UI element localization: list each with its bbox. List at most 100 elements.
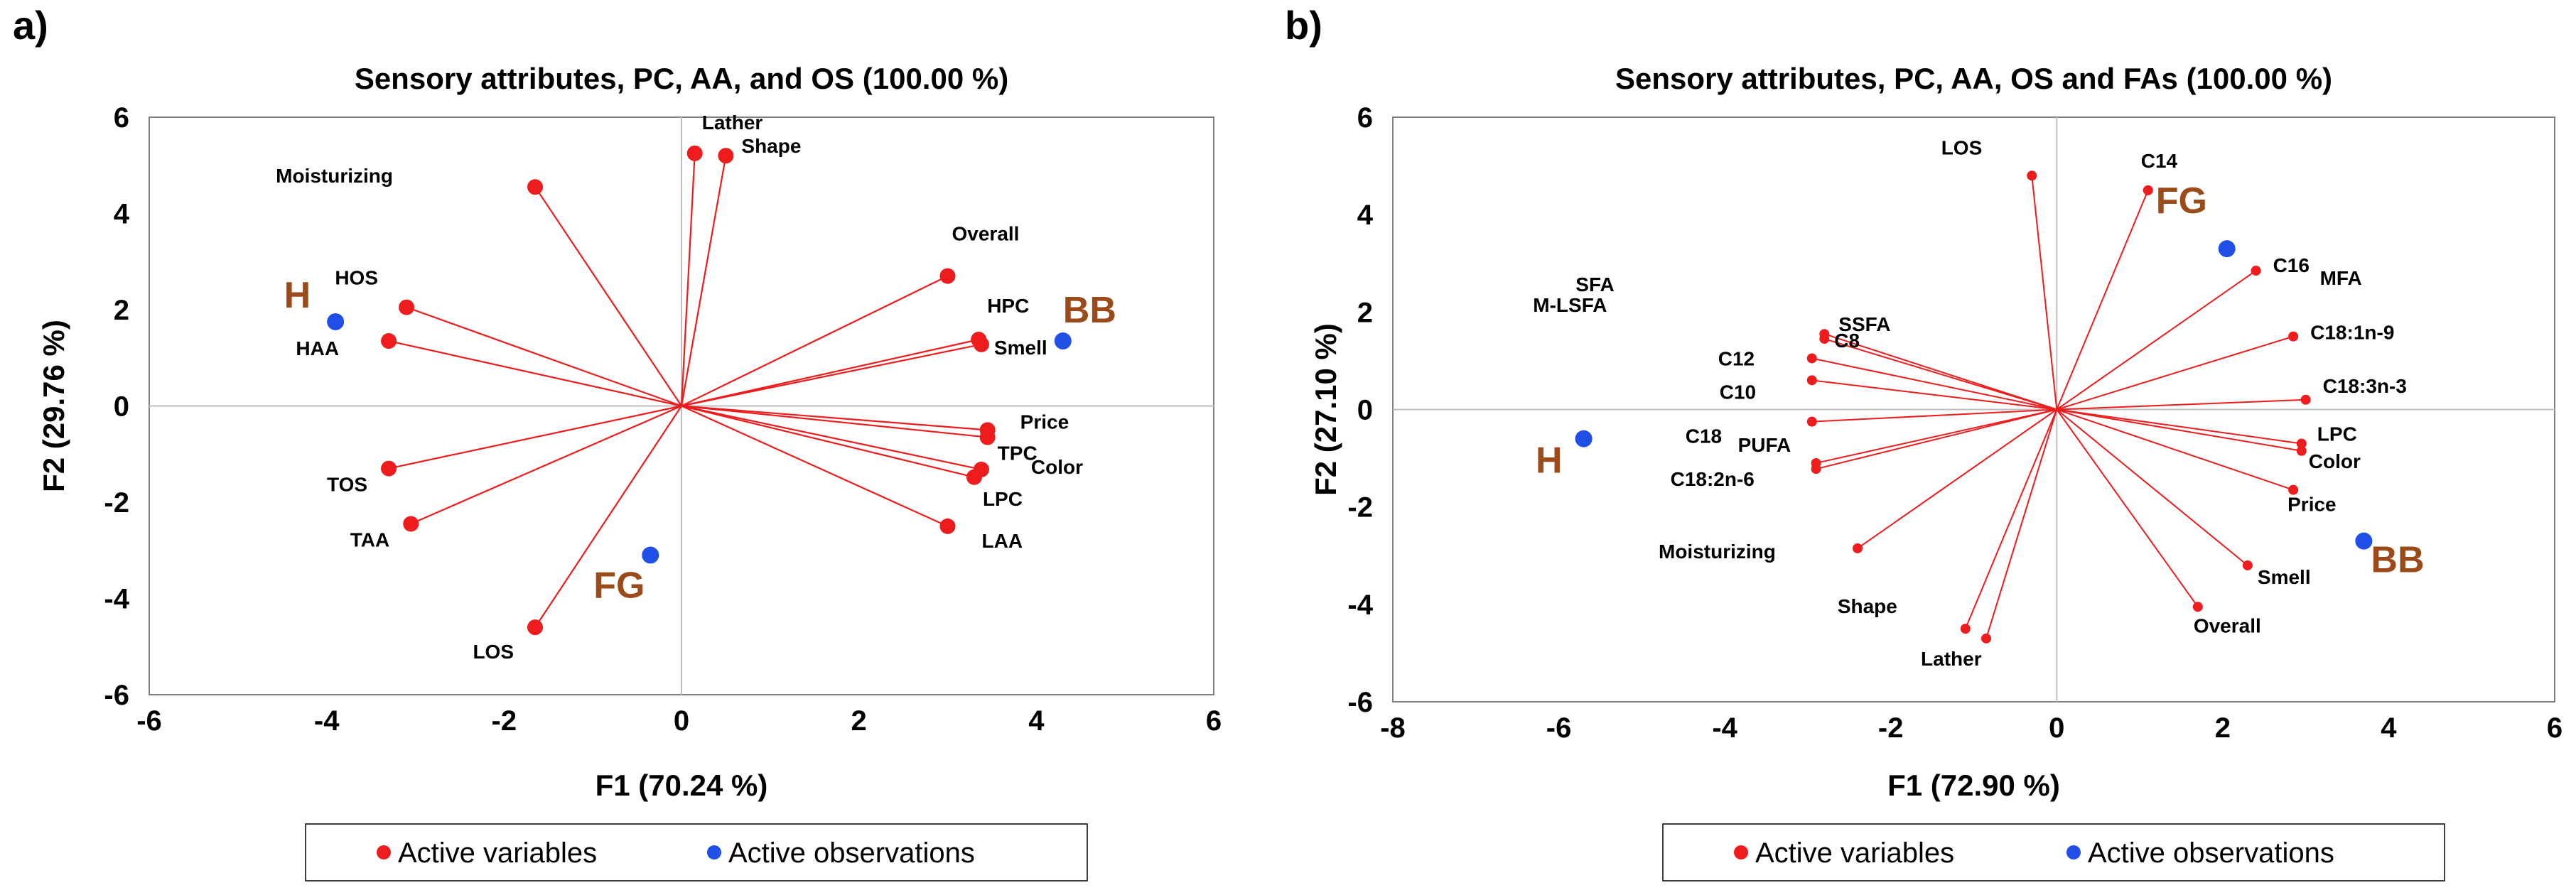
variable-vector xyxy=(681,405,988,431)
y-tick-label: 4 xyxy=(114,199,130,230)
variable-point xyxy=(2300,394,2311,405)
y-tick-label: -6 xyxy=(104,680,129,711)
variable-label: MFA xyxy=(2320,267,2362,289)
variable-vector xyxy=(2031,175,2058,410)
variable-label: M-LSFA xyxy=(1533,294,1607,316)
variable-label: LPC xyxy=(2317,423,2357,445)
y-tick-label: -6 xyxy=(1347,687,1373,718)
observation-point xyxy=(327,313,345,330)
variable-point xyxy=(973,336,989,352)
variable-label: LOS xyxy=(473,641,514,663)
variable-label: C18:2n-6 xyxy=(1671,468,1755,490)
variable-label: C16 xyxy=(2273,254,2310,276)
variable-vector xyxy=(2057,408,2302,445)
variable-point xyxy=(527,619,544,636)
variable-point xyxy=(2242,560,2253,570)
variable-point xyxy=(1806,375,1817,386)
variable-label: Price xyxy=(2287,494,2337,516)
variable-label: Smell xyxy=(994,337,1047,359)
variable-label: Moisturizing xyxy=(276,165,393,187)
variable-vector xyxy=(681,405,975,478)
observation-point xyxy=(1575,430,1593,448)
variable-vector xyxy=(1823,333,2057,411)
legend-box xyxy=(1662,823,2445,882)
variable-label: Shape xyxy=(741,135,801,157)
variable-point xyxy=(686,145,703,161)
variable-label: TOS xyxy=(327,474,367,496)
variable-vector xyxy=(2056,190,2149,410)
x-tick-label: 0 xyxy=(2049,712,2064,744)
legend-variable-label: Active variables xyxy=(1755,837,1954,869)
variable-vector xyxy=(388,405,682,470)
variable-point xyxy=(399,299,415,315)
observation-point xyxy=(1054,332,1072,350)
variable-vector xyxy=(681,275,948,407)
variable-vector xyxy=(388,340,682,407)
x-tick-label: -2 xyxy=(492,705,517,737)
y-tick-label: 6 xyxy=(114,102,129,134)
variable-label: PUFA xyxy=(1738,434,1791,456)
legend-observation-marker xyxy=(707,845,721,859)
variable-label: LAA xyxy=(982,530,1023,552)
variable-point xyxy=(2143,185,2153,195)
variable-vector xyxy=(2056,408,2199,607)
variable-vector xyxy=(534,405,682,628)
x-tick-label: -4 xyxy=(1712,712,1737,744)
observation-label: BB xyxy=(2371,540,2424,581)
variable-vector xyxy=(1985,409,2058,639)
legend-variable-label: Active variables xyxy=(398,837,597,869)
variable-vector xyxy=(2056,408,2248,566)
variable-point xyxy=(2288,484,2299,495)
x-tick-label: 6 xyxy=(2547,712,2562,744)
variable-point xyxy=(1811,464,1821,474)
variable-point xyxy=(1960,624,1971,634)
legend-variable-marker xyxy=(377,845,391,859)
variable-label: HPC xyxy=(987,295,1029,317)
variable-label: SSFA xyxy=(1838,313,1890,335)
variable-point xyxy=(527,179,544,195)
y-tick-label: 0 xyxy=(1357,395,1373,426)
panel-letter: a) xyxy=(13,3,48,48)
observation-label: H xyxy=(284,275,311,316)
variable-label: Price xyxy=(1020,411,1069,433)
variable-vector xyxy=(2057,398,2306,411)
variable-vector xyxy=(680,153,696,406)
variable-point xyxy=(1806,416,1817,427)
y-tick-label: 0 xyxy=(114,391,129,423)
x-tick-label: -6 xyxy=(136,705,162,737)
variable-vector xyxy=(2056,335,2294,411)
legend-box xyxy=(305,823,1088,882)
chart-title: Sensory attributes, PC, AA, and OS (100.… xyxy=(355,62,1008,95)
legend-observation-label: Active observations xyxy=(728,837,975,869)
variable-vector xyxy=(1857,408,2057,549)
x-tick-label: -2 xyxy=(1878,712,1904,744)
variable-label: TPC xyxy=(998,443,1038,465)
variable-label: Smell xyxy=(2258,566,2311,588)
x-tick-label: 0 xyxy=(674,705,689,737)
x-tick-label: 6 xyxy=(1206,705,1222,737)
y-tick-label: -4 xyxy=(1347,590,1373,621)
variable-label: LPC xyxy=(983,488,1023,510)
variable-point xyxy=(1806,353,1817,364)
legend-variable-marker xyxy=(1734,845,1748,859)
legend-observation-label: Active observations xyxy=(2088,837,2334,869)
y-tick-label: 2 xyxy=(1357,297,1373,328)
variable-vector xyxy=(2056,270,2257,411)
variable-vector xyxy=(681,405,948,527)
variable-vector xyxy=(681,338,979,407)
variable-label: C18 xyxy=(1686,425,1722,448)
variable-label: C10 xyxy=(1720,381,1756,403)
x-tick-label: -8 xyxy=(1380,712,1406,744)
variable-vector xyxy=(1964,409,2058,629)
variable-label: SFA xyxy=(1575,273,1614,295)
variable-point xyxy=(2192,602,2203,612)
variable-point xyxy=(381,333,397,349)
y-axis-title: F2 (27.10 %) xyxy=(1309,323,1342,496)
variable-vector xyxy=(534,186,682,407)
variable-label: HOS xyxy=(335,267,378,289)
variable-vector xyxy=(2056,408,2294,491)
variable-label: Overall xyxy=(952,223,1020,245)
x-tick-label: 4 xyxy=(1028,705,1045,737)
y-tick-label: 4 xyxy=(1357,200,1374,231)
